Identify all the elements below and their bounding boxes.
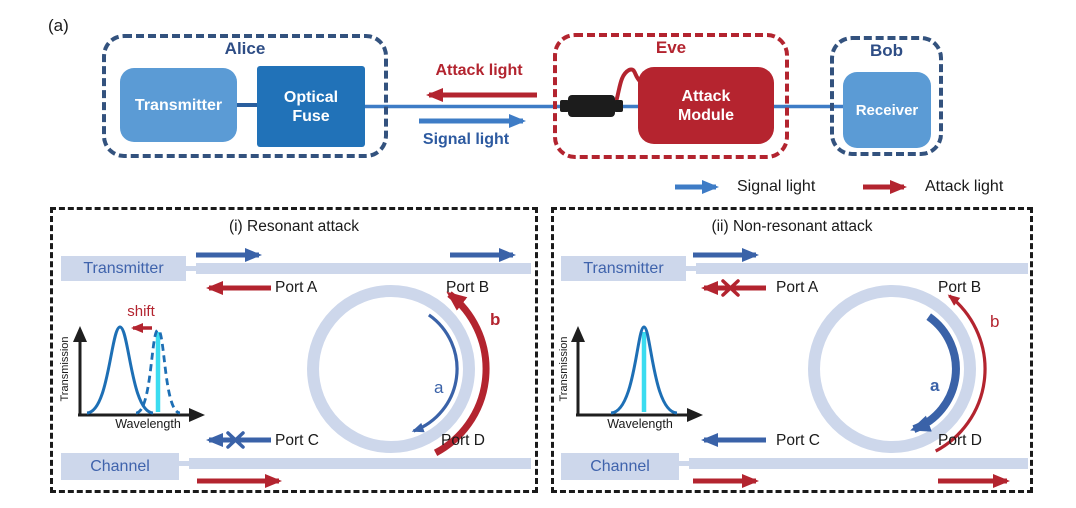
panel2-ring-mode-a-arc [910,313,960,433]
panel2-ring-mode-b-arc [934,294,987,453]
panel1-port-a-label: Port A [275,279,318,296]
panel2-mode-a-label: a [930,376,940,395]
panel2-transmitter-label: Transmitter [561,256,686,281]
attack-module-box-label: Attack Module [678,87,734,124]
panel2-port-c-label: Port C [776,432,820,449]
panel1-ring-mode-a-arc [411,313,459,433]
panel2-channel-text: Channel [590,457,650,475]
alice-title: Alice [224,39,266,58]
panel1-ring-mode-b-arc [433,291,490,456]
panel2-mode-b-label: b [990,312,1000,331]
optical-fuse-box-label: Optical Fuse [283,88,339,125]
alice-dashed-box: Alice [102,34,388,158]
bob-title: Bob [869,41,904,60]
receiver-box: Receiver [843,72,931,148]
panel2-plot-xlabel: Wavelength [607,417,673,431]
panel2-top-bus-stub [686,266,698,271]
panel1-port-c-label: Port C [275,432,319,449]
receiver-box-label: Receiver [855,101,919,119]
panel1-channel-label: Channel [61,453,179,480]
panel1-top-bus-stub [186,266,198,271]
panel1-shift-label: shift [127,303,155,320]
transmitter-box: Transmitter [120,68,237,142]
panel1-port-c-cross-2 [226,431,245,449]
panel2-channel-label: Channel [561,453,679,480]
panel2-port-a-cross-2 [721,279,740,297]
panel2-bottom-bus [689,458,1028,469]
signal-light-flow-label: Signal light [422,131,510,148]
panel2-port-d-label: Port D [938,432,982,449]
panel1-title: (i) Resonant attack [228,218,360,235]
panel1-original-resonance-curve [135,328,181,415]
panel1-bottom-bus [189,458,531,469]
panel1-top-bus [196,263,531,274]
panel1-plot-xlabel: Wavelength [115,417,181,431]
panel1-mode-b-label: b [490,310,501,329]
panel1-shifted-resonance-curve [86,325,154,415]
fiber-connector-left-nub [560,100,569,112]
panel1-plot-ylabel: Transmission [59,336,71,402]
panel2-plot-ylabel: Transmission [558,336,570,402]
panel1-port-b-label: Port B [446,279,490,296]
panel2-top-bus [696,263,1028,274]
bob-dashed-box: Bob [830,36,943,156]
panel1-channel-text: Channel [90,457,150,475]
panel2-port-a-cross-1 [721,279,740,297]
panel2-transmitter-text: Transmitter [583,259,664,277]
attack-light-flow-label: Attack light [435,62,523,79]
panel2-ring-resonator [808,285,976,453]
panel1-ring-resonator [307,285,475,453]
eve-dashed-box: Eve [553,33,789,159]
panel1-bottom-bus-stub [179,461,191,466]
attack-module-box: Attack Module [638,67,774,144]
panel1-transmitter-label: Transmitter [61,256,186,281]
panel2-port-a-label: Port A [776,279,819,296]
eve-title: Eve [655,38,687,57]
panel2-resonance-curve [610,325,678,415]
legend-signal-label: Signal light [737,178,816,195]
legend-attack-label: Attack light [925,178,1004,195]
optical-fuse-box: Optical Fuse [257,66,365,147]
fiber-connector-body [568,95,615,117]
panel-non-resonant-attack: (ii) Non-resonant attack Transmitter Cha… [551,207,1033,493]
panel1-port-d-label: Port D [441,432,485,449]
panel1-transmitter-text: Transmitter [83,259,164,277]
figure-panel-a-label: (a) [48,16,69,35]
panel2-bottom-bus-stub [679,461,691,466]
panel1-mode-a-label: a [434,378,444,397]
panel-resonant-attack: (i) Resonant attack Transmitter Channel [50,207,538,493]
panel2-title: (ii) Non-resonant attack [711,218,873,235]
transmitter-box-label: Transmitter [134,96,223,114]
panel1-port-c-cross-1 [226,431,245,449]
panel2-port-b-label: Port B [938,279,982,296]
fiber-connector-right-nub [614,100,623,112]
